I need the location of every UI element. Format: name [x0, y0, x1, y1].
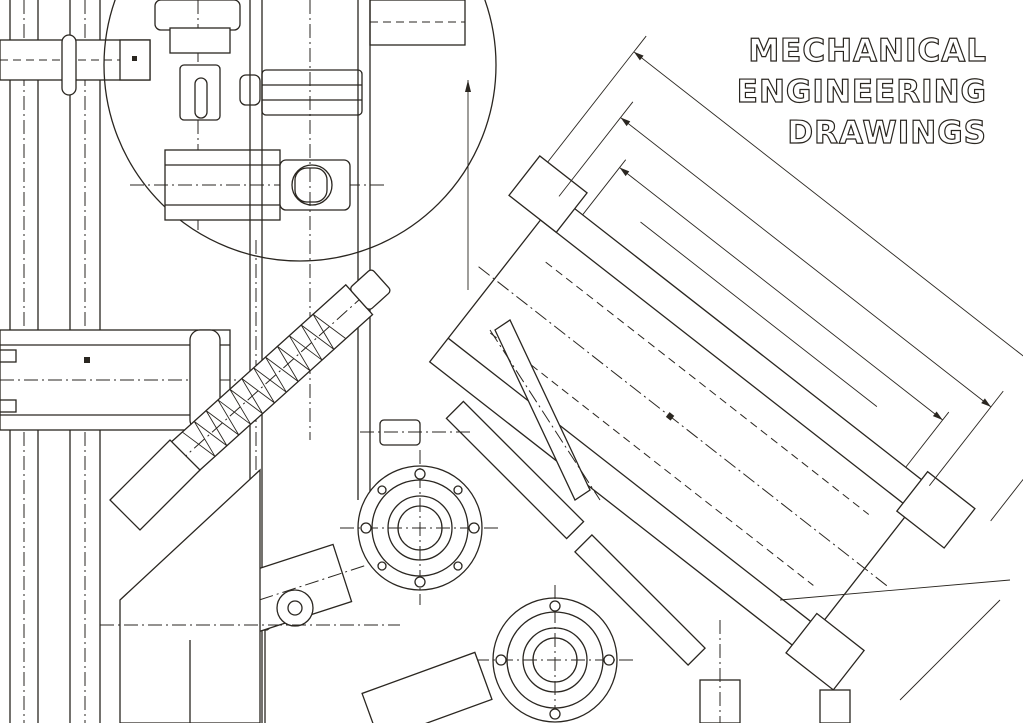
diagonal-main-body [428, 35, 1023, 691]
detail-circle [103, 0, 497, 262]
left-column-assembly [0, 0, 260, 723]
flange-lower [475, 585, 635, 723]
title-line-1: MECHANICAL [748, 33, 987, 69]
title-block: MECHANICAL ENGINEERING DRAWINGS [736, 33, 987, 159]
bottom-right-details [699, 579, 1011, 723]
linkage-arms [213, 400, 706, 723]
flange-upper [340, 450, 500, 605]
title-line-3: DRAWINGS [787, 115, 987, 151]
title-line-2: ENGINEERING [736, 74, 987, 110]
lower-left-plate [100, 439, 400, 723]
